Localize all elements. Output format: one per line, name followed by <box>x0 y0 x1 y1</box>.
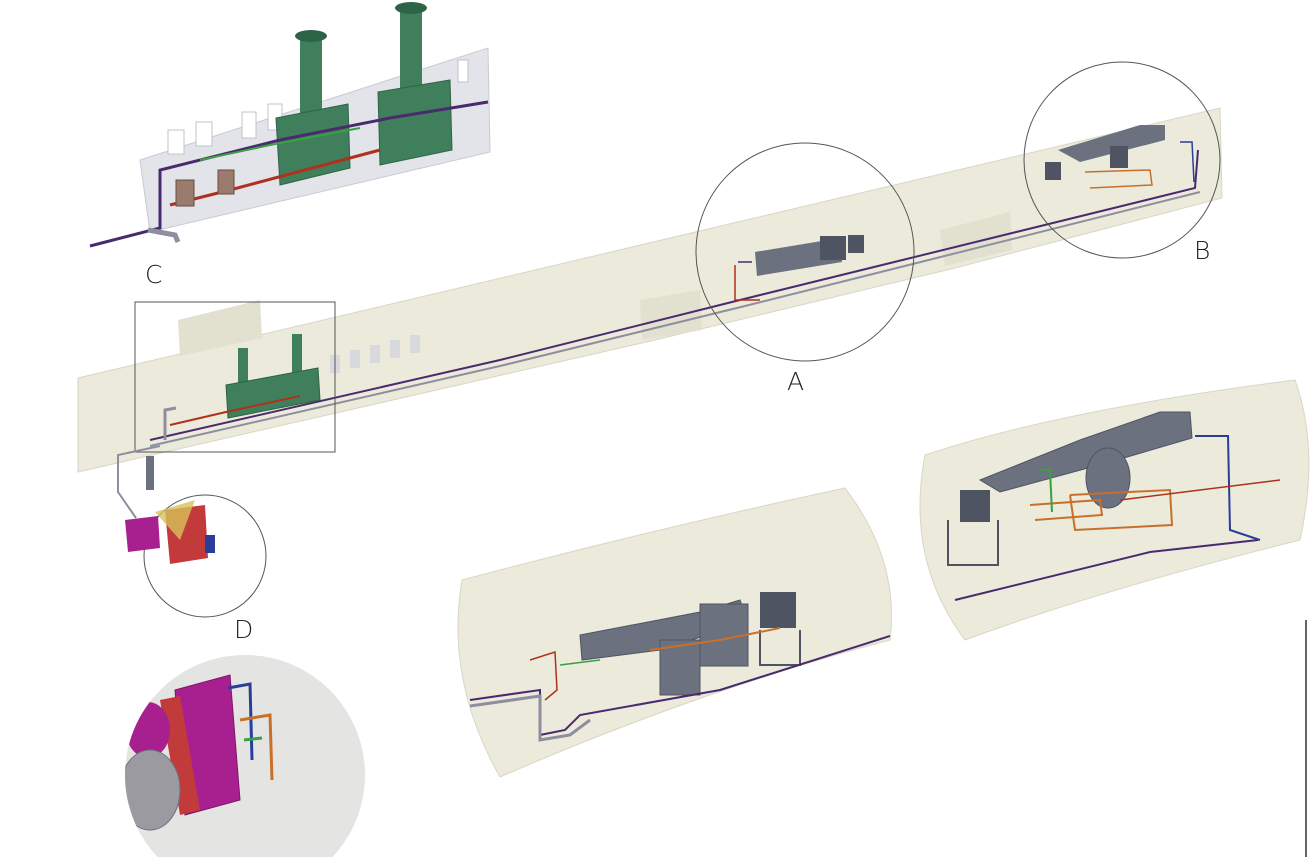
callout-d <box>117 445 267 618</box>
callout-b <box>1023 61 1221 259</box>
label-d: D <box>234 615 254 644</box>
label-b: B <box>1194 236 1211 265</box>
label-c: C <box>145 260 163 289</box>
main-tunnel <box>77 107 1223 473</box>
exhaust-stack-1 <box>275 30 351 186</box>
label-a: A <box>787 367 805 396</box>
zoom-d-detail <box>125 655 365 857</box>
zoom-frame <box>134 301 336 453</box>
zoom-a-detail <box>457 487 893 778</box>
callout-a <box>695 142 915 362</box>
zoom-b-detail <box>919 379 1310 641</box>
detail-c-engine-room <box>89 2 491 248</box>
exhaust-stack-2 <box>377 2 453 166</box>
